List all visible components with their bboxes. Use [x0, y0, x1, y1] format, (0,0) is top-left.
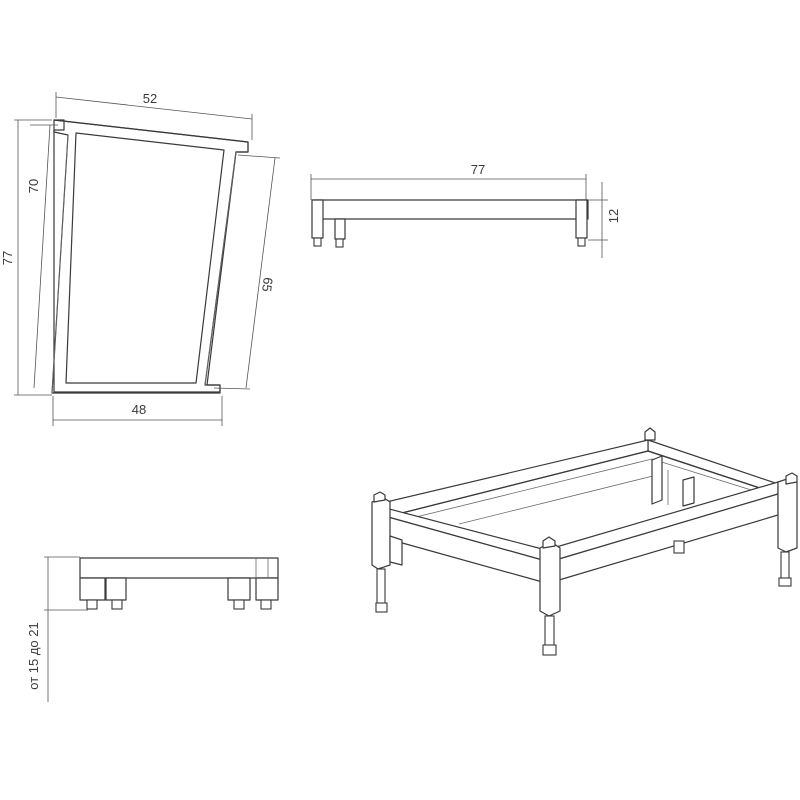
dim-77-top-label: 77	[471, 162, 485, 177]
dim-70: 70	[26, 124, 58, 389]
iso-left-leg	[371, 497, 391, 570]
iso-left-foot	[376, 568, 386, 606]
dim-65: 65	[213, 154, 281, 390]
elevation-left-inner-post	[334, 218, 346, 240]
side-elevation-view: 77 12	[310, 162, 621, 258]
side-profile-outline	[53, 119, 249, 393]
iso-cap-back	[644, 427, 656, 441]
iso-front-leg	[539, 541, 561, 617]
front-right-block	[255, 577, 279, 601]
side-profile-inner-frame	[65, 132, 225, 384]
front-mid-block-left	[105, 577, 127, 601]
iso-left-rail	[377, 439, 649, 517]
dim-12: 12	[588, 182, 621, 258]
iso-back-post	[651, 455, 663, 505]
dim-77-side-label: 77	[0, 251, 15, 265]
front-rail	[79, 557, 279, 579]
front-foot-2	[111, 599, 123, 610]
dim-77-top: 77	[310, 162, 587, 200]
iso-left-inner-leg	[389, 535, 403, 566]
dim-48: 48	[52, 396, 223, 426]
iso-right-inner-leg	[682, 476, 695, 507]
elevation-foot-1	[313, 237, 322, 247]
front-left-block	[79, 577, 106, 601]
dim-adjust-range: от 15 до 21	[26, 556, 88, 702]
front-mid-block-right	[227, 577, 251, 601]
dim-48-label: 48	[132, 402, 146, 417]
front-foot-4	[260, 599, 272, 610]
iso-left-foot-base	[375, 602, 388, 613]
front-foot-1	[86, 599, 98, 610]
front-foot-3	[233, 599, 245, 610]
iso-front-foot	[544, 615, 555, 647]
dim-52: 52	[55, 91, 253, 140]
side-profile-outer-frame	[51, 119, 249, 394]
elevation-foot-3	[577, 237, 586, 247]
side-profile-front-edge	[51, 134, 69, 394]
side-profile-back-edge	[204, 151, 237, 386]
elevation-foot-2	[335, 238, 344, 248]
front-elevation-view: от 15 до 21	[26, 556, 279, 702]
dim-77-side: 77	[0, 119, 52, 396]
iso-cap-right	[785, 472, 798, 485]
dim-65-label: 65	[259, 276, 276, 292]
elevation-left-post	[311, 199, 324, 239]
elevation-rail	[312, 199, 589, 220]
iso-back-foot	[673, 540, 685, 554]
iso-right-leg	[777, 477, 798, 553]
dim-70-label: 70	[26, 179, 41, 193]
isometric-view	[371, 427, 798, 656]
dim-52-label: 52	[143, 91, 157, 106]
iso-front-foot-base	[542, 644, 557, 656]
elevation-right-post	[575, 199, 588, 239]
side-profile-view: 52 70 77 65 48	[0, 91, 281, 426]
dim-12-label: 12	[606, 209, 621, 223]
iso-right-foot-base	[778, 577, 792, 587]
iso-cap-front	[542, 536, 556, 549]
dim-adjust-range-label: от 15 до 21	[26, 622, 41, 689]
iso-cap-left	[373, 491, 386, 503]
